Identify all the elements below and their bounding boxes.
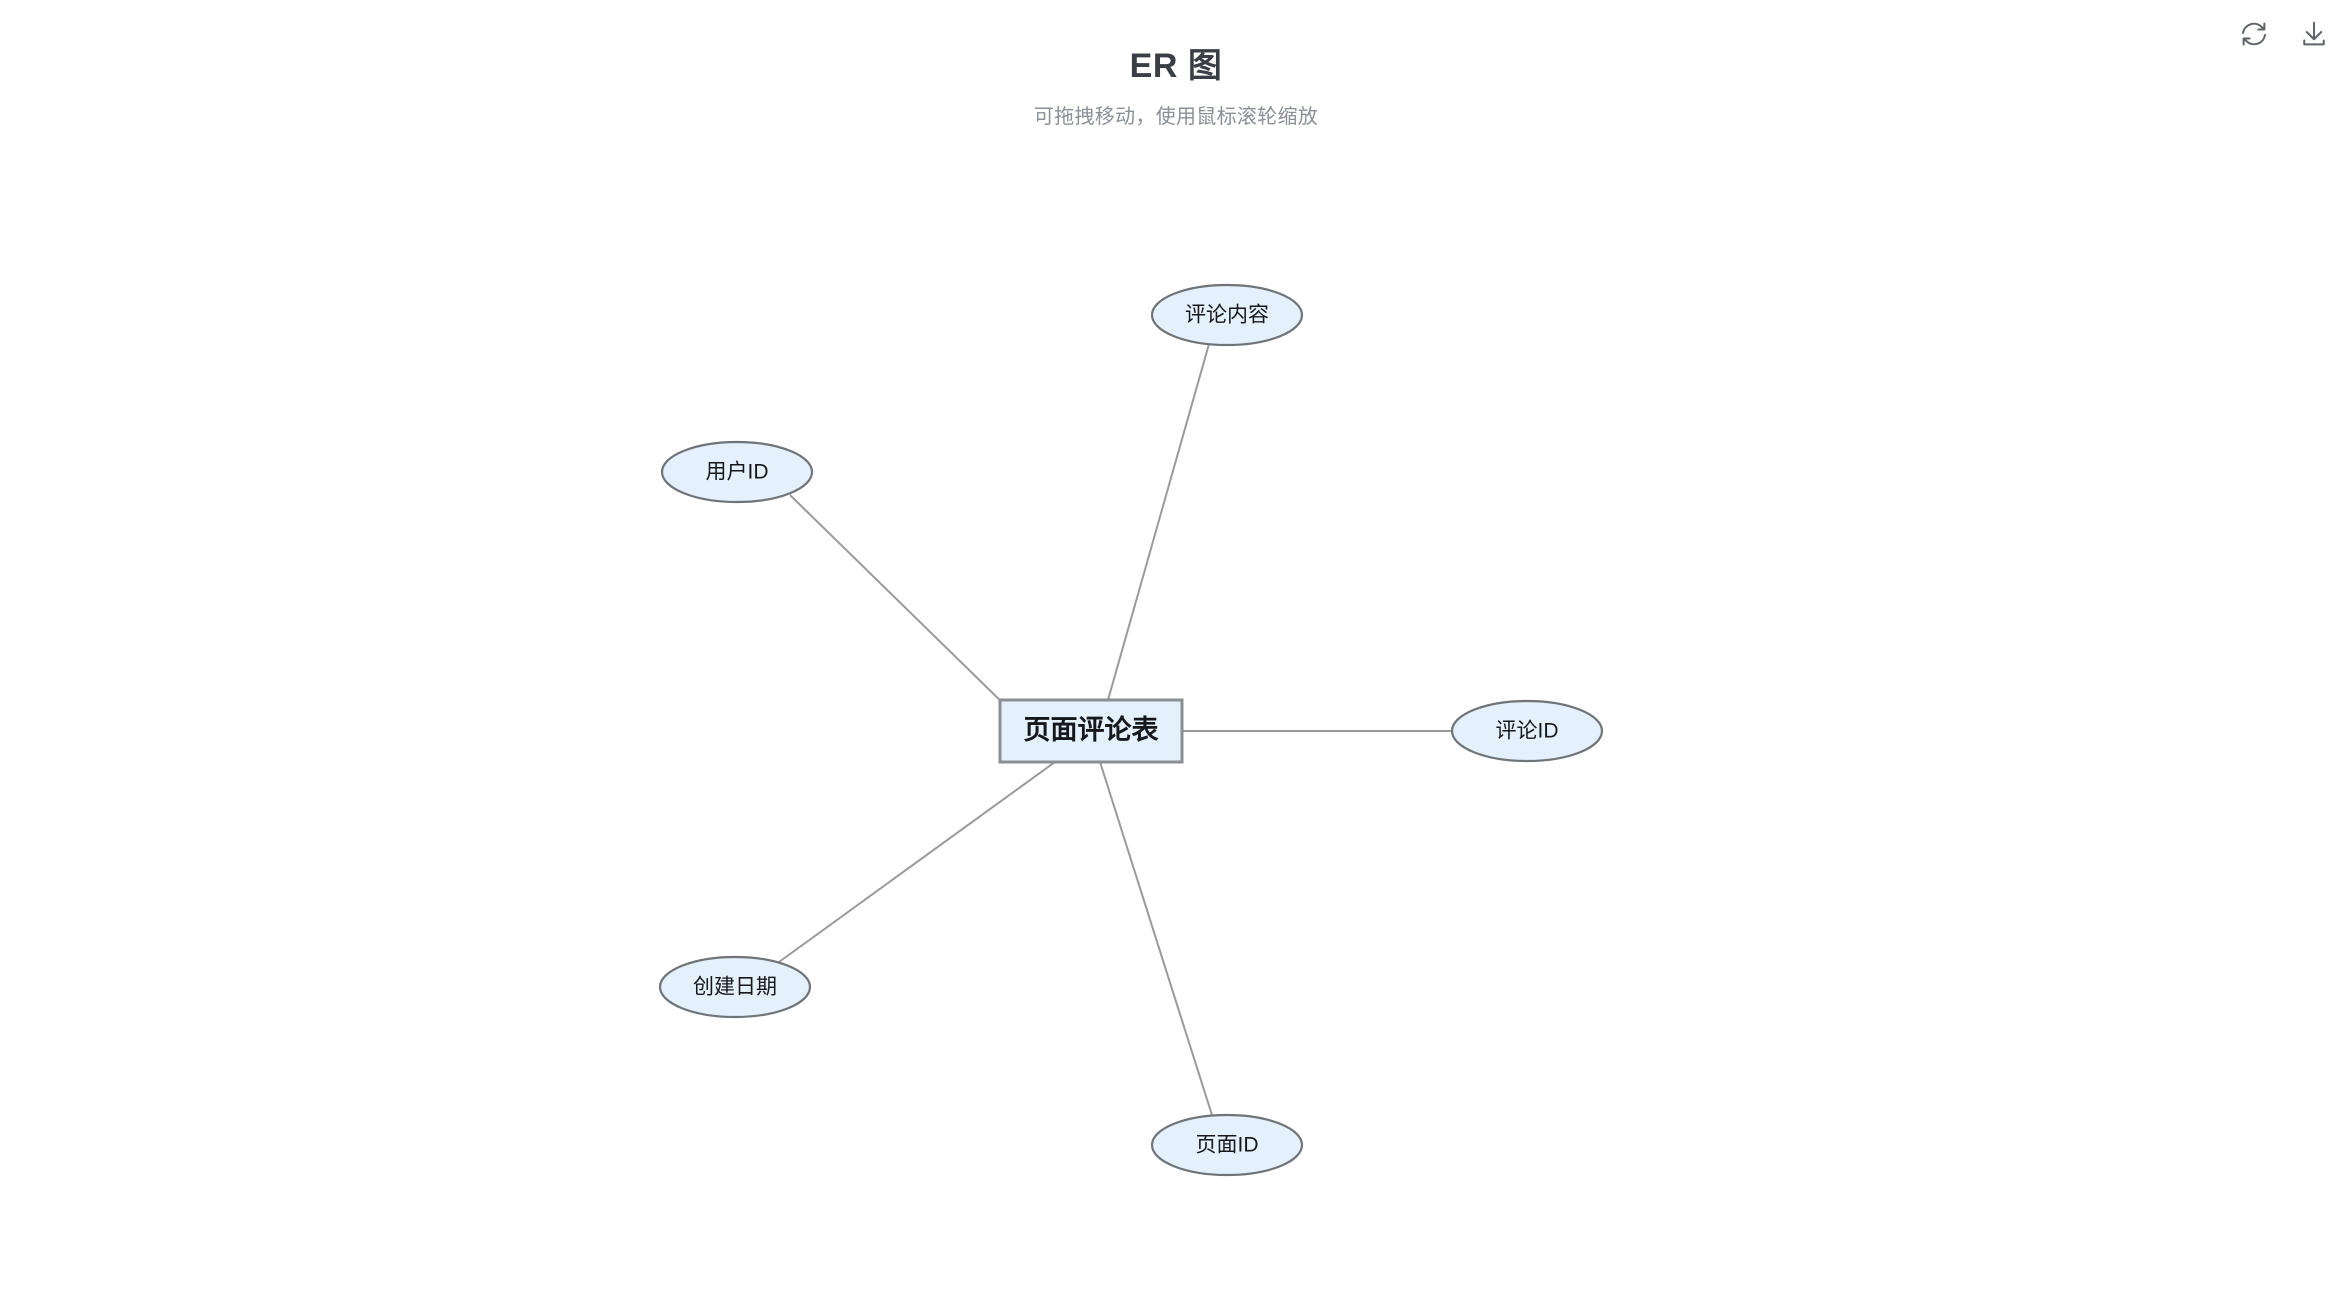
download-button[interactable] <box>2292 12 2336 56</box>
edge-page_comment_table-to-create_date <box>778 761 1056 963</box>
attribute-shape[interactable] <box>1150 1113 1304 1177</box>
entity-shape[interactable] <box>998 698 1184 764</box>
refresh-icon <box>2239 19 2269 49</box>
attribute-node-comment_content[interactable]: 评论内容 <box>1150 283 1304 347</box>
attribute-node-user_id[interactable]: 用户ID <box>660 440 814 504</box>
attribute-shape[interactable] <box>1150 283 1304 347</box>
attribute-shape[interactable] <box>658 955 812 1019</box>
attribute-label: 评论内容 <box>1185 304 1269 327</box>
edge-page_comment_table-to-comment_content <box>1107 343 1210 701</box>
toolbar <box>2232 12 2336 56</box>
entity-label: 页面评论表 <box>1024 715 1159 745</box>
edge-page_comment_table-to-user_id <box>789 494 1011 711</box>
attribute-label: 创建日期 <box>693 976 777 999</box>
attribute-label: 评论ID <box>1496 720 1559 743</box>
attribute-node-comment_id[interactable]: 评论ID <box>1450 699 1604 763</box>
attribute-label: 页面ID <box>1196 1134 1259 1157</box>
download-icon <box>2299 19 2329 49</box>
attribute-shape[interactable] <box>660 440 814 504</box>
attribute-shape[interactable] <box>1450 699 1604 763</box>
attribute-label: 用户ID <box>706 461 769 484</box>
entity-node-page_comment_table[interactable]: 页面评论表 <box>998 698 1184 764</box>
reset-view-button[interactable] <box>2232 12 2276 56</box>
attribute-node-page_id[interactable]: 页面ID <box>1150 1113 1304 1177</box>
edges-layer <box>778 343 1452 1116</box>
edge-page_comment_table-to-page_id <box>1099 761 1213 1116</box>
attribute-node-create_date[interactable]: 创建日期 <box>658 955 812 1019</box>
